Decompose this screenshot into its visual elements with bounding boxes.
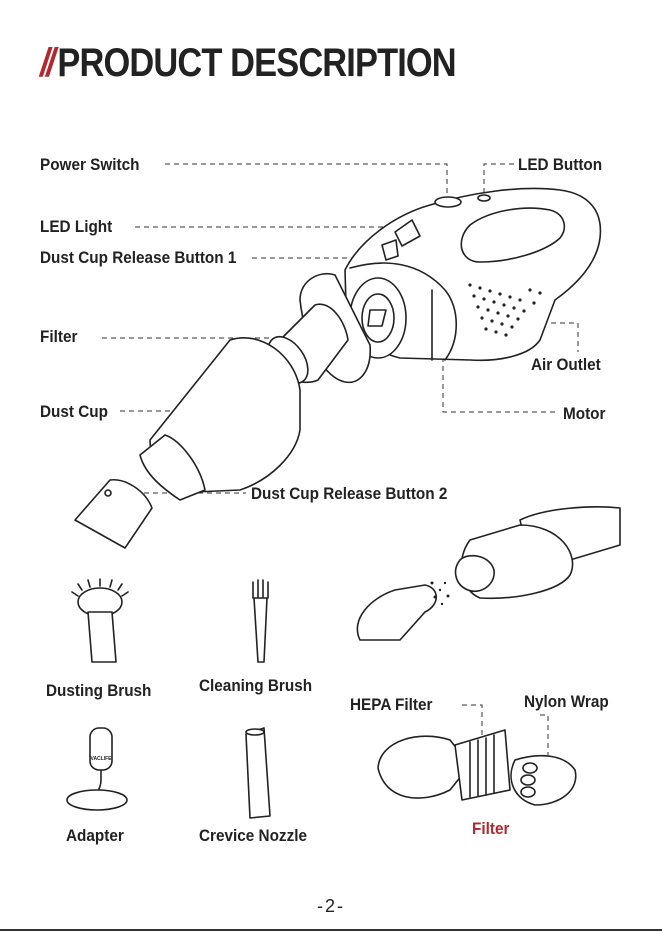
label-led-light: LED Light [40,217,112,237]
vacuum-body [345,188,600,360]
crevice-nozzle-illustration [246,728,270,818]
bottom-rule [0,929,662,931]
page-number: -2- [0,896,662,917]
emptying-illustration [357,507,620,640]
dust-cup [140,338,300,500]
label-nylon-wrap: Nylon Wrap [524,692,609,712]
label-dust-cup: Dust Cup [40,402,108,422]
power-switch-shape [435,197,461,207]
leader-led-button [484,164,514,193]
dusting-brush-illustration [72,579,128,662]
filter-hands-illustration [378,705,576,805]
led-button-shape [478,195,490,201]
page-title: // PRODUCT DESCRIPTION [40,38,456,88]
label-led-button: LED Button [518,155,602,175]
label-filter-caption: Filter [472,819,509,839]
leader-power-switch [165,164,447,198]
label-dusting-brush: Dusting Brush [46,681,151,701]
label-release-button-2: Dust Cup Release Button 2 [251,484,447,504]
cleaning-brush-illustration [253,580,268,662]
label-cleaning-brush: Cleaning Brush [199,676,312,696]
label-crevice-nozzle: Crevice Nozzle [199,826,307,846]
label-motor: Motor [563,404,605,424]
title-accent-mark: // [40,41,52,86]
label-release-button-1: Dust Cup Release Button 1 [40,248,236,268]
release-button-2-shape [105,490,111,496]
label-hepa-filter: HEPA Filter [350,695,432,715]
label-filter: Filter [40,327,77,347]
label-air-outlet: Air Outlet [531,355,601,375]
adapter-illustration [67,728,127,810]
adapter-brand: VACLIFE [90,756,112,762]
label-adapter: Adapter [66,826,124,846]
label-power-switch: Power Switch [40,155,139,175]
title-text: PRODUCT DESCRIPTION [57,41,455,86]
nozzle-tip [75,480,152,548]
